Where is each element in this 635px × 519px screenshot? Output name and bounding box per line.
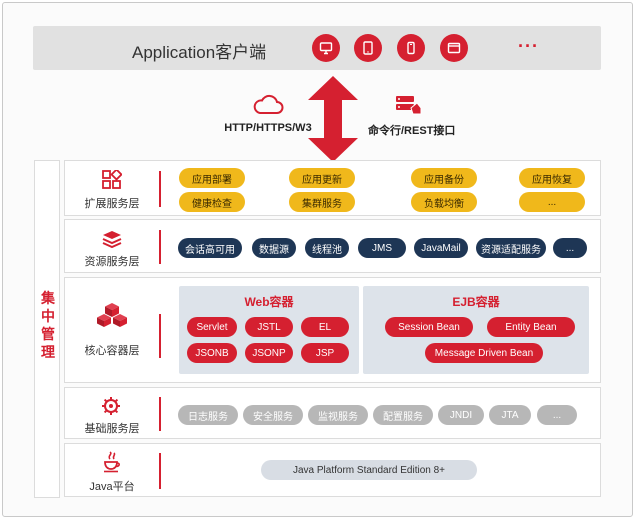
base-service-item: 监视服务 <box>308 405 368 425</box>
base-service-item: 日志服务 <box>178 405 238 425</box>
ejb-container-title: EJB容器 <box>452 295 500 309</box>
resource-item: JavaMail <box>414 238 468 258</box>
service-item: ... <box>519 192 585 212</box>
base-service-item: ... <box>537 405 577 425</box>
tablet-icon <box>354 34 382 62</box>
gear-icon <box>65 396 159 416</box>
http-protocol: HTTP/HTTPS/W3 <box>224 94 312 134</box>
layer-divider <box>159 230 161 264</box>
phone-icon <box>397 34 425 62</box>
layers-icon <box>65 230 159 248</box>
web-item: JSONB <box>187 343 237 363</box>
web-item: JSTL <box>245 317 293 337</box>
client-bar: Application客户端 ··· <box>33 26 601 70</box>
layer-divider <box>159 171 161 207</box>
web-container-title: Web容器 <box>244 295 294 309</box>
ejb-item: Session Bean <box>385 317 473 337</box>
central-management: 集中管理 <box>34 160 60 498</box>
service-item: 应用备份 <box>411 168 477 188</box>
service-item: 应用恢复 <box>519 168 585 188</box>
resource-item: 资源适配服务 <box>476 238 546 258</box>
java-platform-layer: Java平台 Java Platform Standard Edition 8+ <box>64 443 601 497</box>
http-protocol-label: HTTP/HTTPS/W3 <box>224 122 312 134</box>
core-layer-label: 核心容器层 <box>84 345 140 357</box>
web-item: JSONP <box>245 343 293 363</box>
layer-divider <box>159 453 161 489</box>
resource-item: 线程池 <box>305 238 349 258</box>
resource-service-layer: 资源服务层 会话高可用 数据源 线程池 JMS JavaMail 资源适配服务 … <box>64 219 601 273</box>
resource-item: 数据源 <box>252 238 296 258</box>
service-item: 集群服务 <box>289 192 355 212</box>
web-item: JSP <box>301 343 349 363</box>
layer-divider <box>159 314 161 358</box>
resource-item: ... <box>553 238 587 258</box>
more-icon: ··· <box>518 36 539 56</box>
web-container: Web容器 Servlet JSTL EL JSONB JSONP JSP <box>179 286 359 374</box>
base-service-item: JTA <box>489 405 531 425</box>
client-title: Application客户端 <box>132 43 267 62</box>
resource-layer-label: 资源服务层 <box>84 256 140 268</box>
base-service-item: 安全服务 <box>243 405 303 425</box>
web-item: Servlet <box>187 317 237 337</box>
service-item: 健康检查 <box>179 192 245 212</box>
service-item: 应用部署 <box>179 168 245 188</box>
java-layer-label: Java平台 <box>89 481 135 493</box>
central-management-label: 集中管理 <box>41 290 55 360</box>
service-item: 应用更新 <box>289 168 355 188</box>
core-container-layer: 核心容器层 Web容器 Servlet JSTL EL JSONB JSONP … <box>64 277 601 383</box>
resource-item: 会话高可用 <box>178 238 242 258</box>
web-item: EL <box>301 317 349 337</box>
ejb-item: Entity Bean <box>487 317 575 337</box>
rest-protocol: 命令行/REST接口 <box>368 94 455 138</box>
java-platform-item: Java Platform Standard Edition 8+ <box>261 460 477 480</box>
apps-icon <box>65 170 159 190</box>
resource-item: JMS <box>358 238 406 258</box>
service-item: 负载均衡 <box>411 192 477 212</box>
extension-layer-label: 扩展服务层 <box>84 198 140 210</box>
layer-divider <box>159 397 161 431</box>
server-icon <box>396 96 422 115</box>
java-coffee-icon <box>65 451 159 473</box>
window-icon <box>440 34 468 62</box>
ejb-item: Message Driven Bean <box>425 343 543 363</box>
rest-protocol-label: 命令行/REST接口 <box>368 125 456 137</box>
monitor-icon <box>312 34 340 62</box>
double-arrow-icon <box>308 76 358 162</box>
basic-service-layer: 基础服务层 日志服务 安全服务 监视服务 配置服务 JNDI JTA ... <box>64 387 601 439</box>
base-service-item: JNDI <box>438 405 484 425</box>
extension-service-layer: 扩展服务层 应用部署 应用更新 应用备份 应用恢复 健康检查 集群服务 负载均衡… <box>64 160 601 216</box>
basic-layer-label: 基础服务层 <box>84 423 140 435</box>
cubes-icon <box>65 302 159 328</box>
base-service-item: 配置服务 <box>373 405 433 425</box>
ejb-container: EJB容器 Session Bean Entity Bean Message D… <box>363 286 589 374</box>
cloud-icon <box>253 94 284 114</box>
